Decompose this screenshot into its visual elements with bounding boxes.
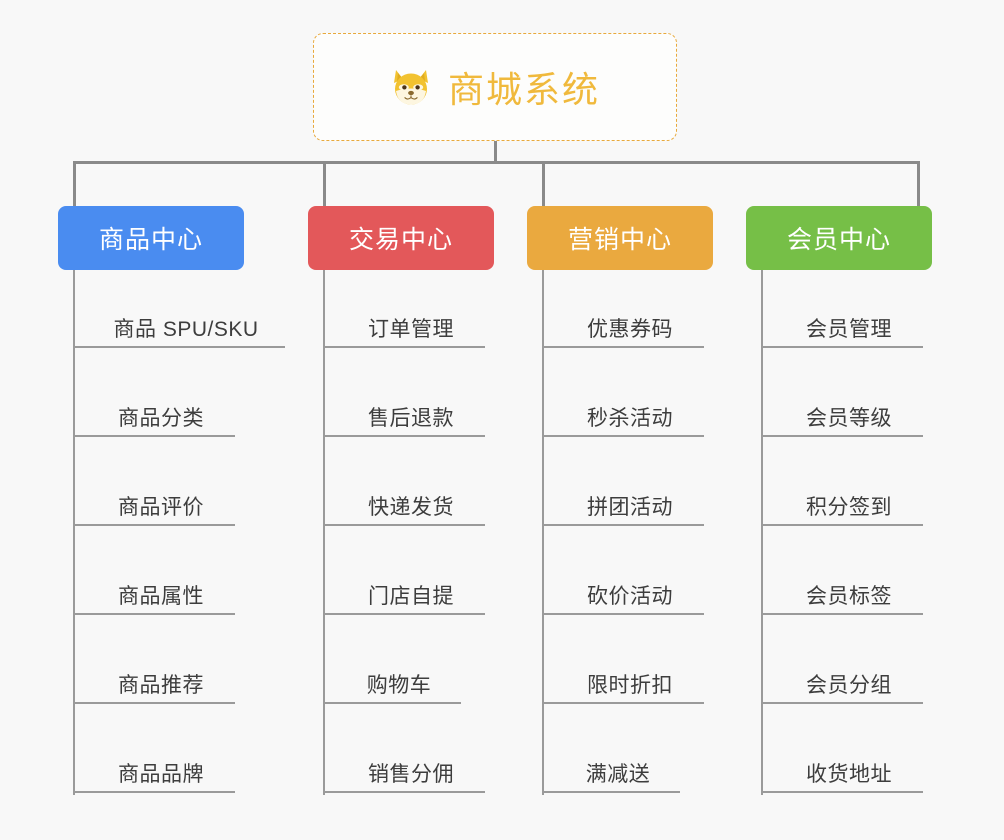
leaf-item[interactable]: 会员管理 bbox=[761, 318, 923, 348]
leaf-item[interactable]: 会员等级 bbox=[761, 407, 923, 437]
leaf-column-product-center: 商品 SPU/SKU 商品分类商品评价商品属性商品推荐商品品牌 bbox=[73, 270, 313, 799]
shiba-inu-dog-icon bbox=[390, 65, 434, 109]
leaf-item-label: 快递发货 bbox=[368, 496, 454, 519]
leaf-spine bbox=[542, 270, 544, 795]
leaf-spine bbox=[73, 270, 75, 795]
category-box-product-center[interactable]: 商品中心 bbox=[58, 206, 244, 270]
leaf-item[interactable]: 门店自提 bbox=[323, 585, 485, 615]
leaf-item[interactable]: 限时折扣 bbox=[542, 674, 704, 704]
connector-branch-drop-product-center bbox=[73, 161, 76, 206]
leaf-item-label: 购物车 bbox=[366, 674, 432, 697]
leaf-spine bbox=[761, 270, 763, 795]
leaf-item[interactable]: 满减送 bbox=[542, 763, 680, 793]
leaf-item[interactable]: 商品属性 bbox=[73, 585, 235, 615]
leaf-item-label: 门店自提 bbox=[368, 585, 454, 608]
leaf-item-label: 拼团活动 bbox=[587, 496, 673, 519]
leaf-item-label: 砍价活动 bbox=[587, 585, 673, 608]
leaf-item[interactable]: 售后退款 bbox=[323, 407, 485, 437]
category-box-marketing-center[interactable]: 营销中心 bbox=[527, 206, 713, 270]
leaf-item[interactable]: 销售分佣 bbox=[323, 763, 485, 793]
connector-horizontal-bus bbox=[73, 161, 917, 164]
leaf-item[interactable]: 快递发货 bbox=[323, 496, 485, 526]
leaf-item[interactable]: 商品评价 bbox=[73, 496, 235, 526]
leaf-item-label: 收货地址 bbox=[806, 763, 892, 786]
leaf-item[interactable]: 商品推荐 bbox=[73, 674, 235, 704]
connector-branch-drop-marketing-center bbox=[542, 161, 545, 206]
leaf-column-marketing-center: 优惠券码秒杀活动拼团活动砍价活动限时折扣满减送 bbox=[542, 270, 782, 799]
category-label: 交易中心 bbox=[348, 226, 453, 254]
leaf-item-label: 秒杀活动 bbox=[587, 407, 673, 430]
category-box-trade-center[interactable]: 交易中心 bbox=[308, 206, 494, 270]
connector-branch-drop-trade-center bbox=[323, 161, 326, 206]
leaf-item[interactable]: 购物车 bbox=[323, 674, 461, 704]
leaf-item-label: 商品评价 bbox=[118, 496, 204, 519]
leaf-column-member-center: 会员管理会员等级积分签到会员标签会员分组收货地址 bbox=[761, 270, 1001, 799]
category-label: 商品中心 bbox=[98, 226, 203, 254]
category-label: 营销中心 bbox=[567, 226, 672, 254]
leaf-item-label: 商品 SPU/SKU bbox=[113, 318, 259, 341]
leaf-item[interactable]: 拼团活动 bbox=[542, 496, 704, 526]
root-title: 商城系统 bbox=[447, 69, 600, 110]
leaf-spine bbox=[323, 270, 325, 795]
leaf-item-label: 商品推荐 bbox=[118, 674, 204, 697]
connector-branch-drop-member-center bbox=[917, 161, 920, 206]
leaf-item[interactable]: 商品品牌 bbox=[73, 763, 235, 793]
leaf-item-label: 售后退款 bbox=[368, 407, 454, 430]
leaf-column-trade-center: 订单管理售后退款快递发货门店自提购物车销售分佣 bbox=[323, 270, 563, 799]
leaf-item-label: 商品属性 bbox=[118, 585, 204, 608]
leaf-item-label: 优惠券码 bbox=[587, 318, 673, 341]
leaf-item-label: 会员分组 bbox=[806, 674, 892, 697]
category-label: 会员中心 bbox=[786, 226, 891, 254]
leaf-item[interactable]: 砍价活动 bbox=[542, 585, 704, 615]
leaf-item-label: 订单管理 bbox=[368, 318, 454, 341]
leaf-item-label: 会员标签 bbox=[806, 585, 892, 608]
leaf-item[interactable]: 秒杀活动 bbox=[542, 407, 704, 437]
category-box-member-center[interactable]: 会员中心 bbox=[746, 206, 932, 270]
leaf-item-label: 积分签到 bbox=[806, 496, 892, 519]
leaf-item-label: 会员管理 bbox=[806, 318, 892, 341]
leaf-item-label: 满减送 bbox=[585, 763, 651, 786]
leaf-item[interactable]: 订单管理 bbox=[323, 318, 485, 348]
leaf-item[interactable]: 商品分类 bbox=[73, 407, 235, 437]
connector-root-stem bbox=[494, 141, 497, 164]
leaf-item-label: 会员等级 bbox=[806, 407, 892, 430]
leaf-item[interactable]: 收货地址 bbox=[761, 763, 923, 793]
leaf-item-label: 限时折扣 bbox=[587, 674, 673, 697]
leaf-item[interactable]: 积分签到 bbox=[761, 496, 923, 526]
leaf-item[interactable]: 商品 SPU/SKU bbox=[73, 318, 285, 348]
leaf-item-label: 商品品牌 bbox=[118, 763, 204, 786]
leaf-item[interactable]: 会员标签 bbox=[761, 585, 923, 615]
leaf-item[interactable]: 会员分组 bbox=[761, 674, 923, 704]
root-node[interactable]: 商城系统 bbox=[313, 33, 677, 141]
leaf-item-label: 销售分佣 bbox=[368, 763, 454, 786]
leaf-item-label: 商品分类 bbox=[118, 407, 204, 430]
leaf-item[interactable]: 优惠券码 bbox=[542, 318, 704, 348]
